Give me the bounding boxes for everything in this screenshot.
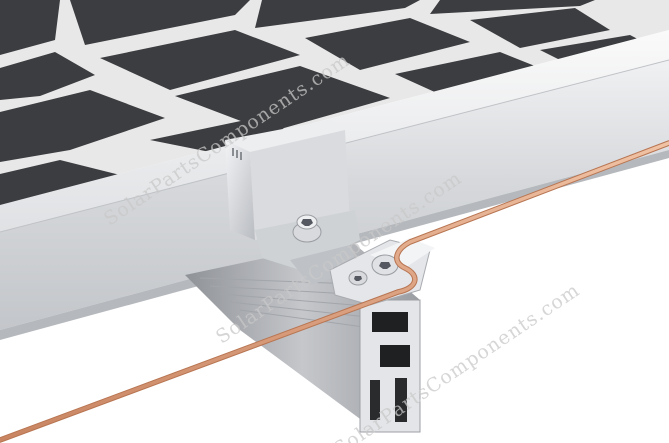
clamp-bolt [292, 214, 322, 243]
solar-panel [0, 0, 669, 210]
copper-wire [0, 140, 669, 443]
